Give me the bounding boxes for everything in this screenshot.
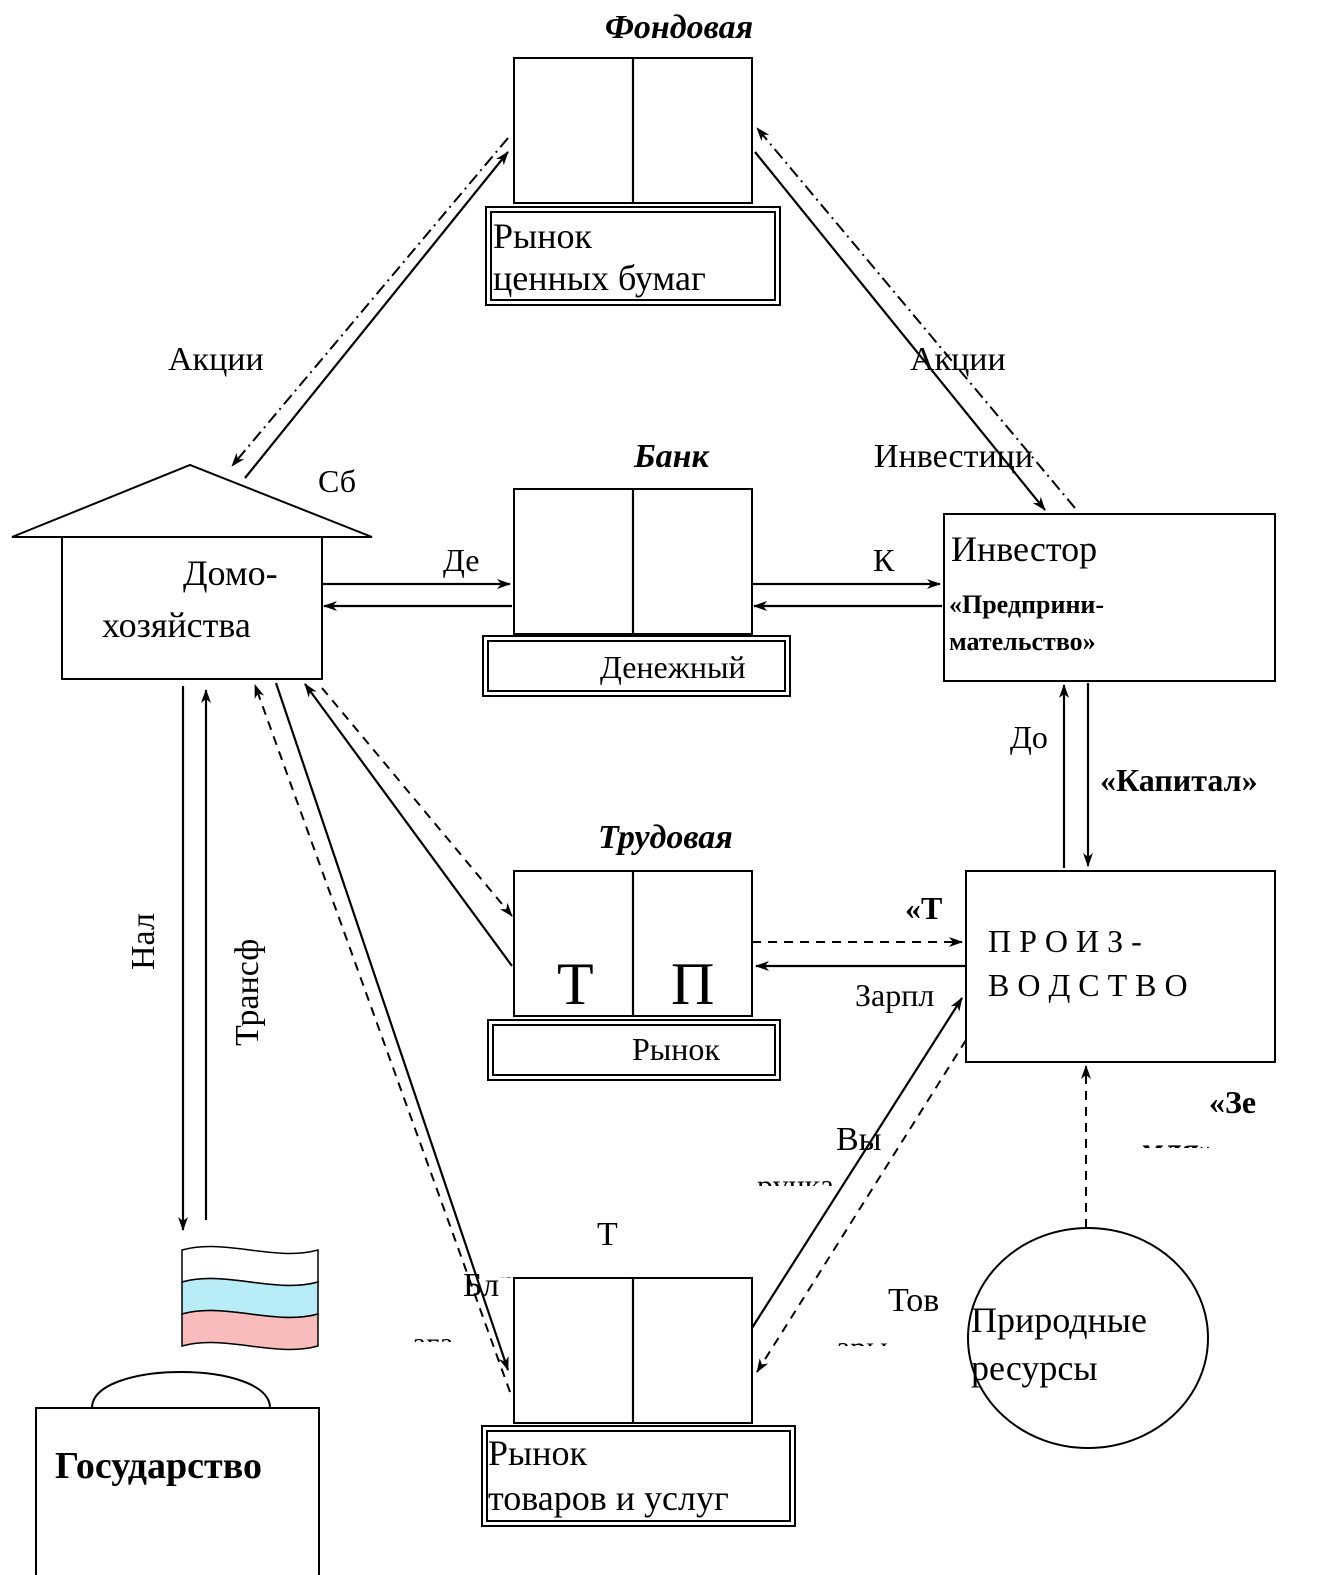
natural-resources-circle: [967, 1227, 1209, 1449]
wage-income-arrow: [304, 683, 513, 967]
labor-market: Трудовая Т П Рынок: [487, 819, 781, 1081]
goods-right-tail-label: ары: [836, 1329, 888, 1365]
labor-supply-arrow: [321, 687, 513, 917]
investor-subtitle-line1: «Предприни-: [949, 590, 1104, 619]
benefits-label: Бл: [463, 1267, 499, 1304]
investor-subtitle-line2: мательство»: [949, 627, 1096, 656]
households-node: Домо- хозяйства: [11, 463, 373, 680]
investor-title: Инвестор: [951, 529, 1097, 569]
stock-market-label-frame-inner: [490, 211, 776, 301]
stock-market: Фондовая Рынок ценных бумаг: [485, 9, 781, 306]
money-market-label: Денежный: [600, 649, 746, 685]
goods-right-label: Тов: [888, 1282, 939, 1319]
households-label-line1: Домо-: [183, 553, 278, 593]
shares-right-label: Акции: [910, 341, 1006, 378]
labor-market-label-frame-inner: [492, 1024, 776, 1076]
households-box: [61, 536, 323, 680]
flow-arrows: [178, 127, 1093, 1393]
labor-market-title: Трудовая: [598, 819, 733, 856]
shares-to-households-arrow: [231, 137, 509, 467]
natural-resources-label-line2: ресурсы: [971, 1348, 1098, 1388]
production-label-line2: В О Д С Т В О: [988, 967, 1188, 1003]
benefits-tail-label: ага: [412, 1325, 454, 1361]
taxes-label: Нал: [125, 913, 162, 970]
goods-to-households-arrow: [254, 684, 511, 1393]
money-market-label-frame-inner: [487, 640, 786, 692]
bank-money-market: Банк Денежный: [482, 438, 791, 697]
goods-market-label-line2: товаров и услуг: [488, 1478, 729, 1518]
goods-t-label: Т: [597, 1216, 618, 1253]
investor-node: Инвестор «Предприни- мательство»: [943, 513, 1276, 682]
savings-arrow: [244, 151, 509, 479]
land-tail-label: мля»: [1142, 1131, 1215, 1167]
revenue-tail-label: ручка: [757, 1167, 834, 1203]
stock-market-label-line2: ценных бумаг: [493, 258, 706, 298]
production-box: [965, 870, 1276, 1063]
production-node: П Р О И З - В О Д С Т В О: [965, 870, 1276, 1063]
income-label: До: [1010, 719, 1048, 755]
natural-resources-label-line1: Природные: [971, 1300, 1147, 1340]
labor-factor-label: «Т: [905, 890, 942, 926]
land-label: «Зе: [1209, 1084, 1256, 1120]
state-dome: [90, 1371, 272, 1409]
capital-label: «Капитал»: [1100, 762, 1258, 798]
investor-box: [943, 513, 1276, 682]
russian-flag-icon: [181, 1245, 319, 1351]
shares-from-investor-arrow: [756, 127, 1076, 509]
labor-market-letter-p: П: [671, 951, 714, 1017]
state-box: [35, 1407, 320, 1575]
spending-arrow: [274, 682, 510, 1371]
stock-market-title: Фондовая: [605, 9, 753, 46]
state-label: Государство: [55, 1445, 262, 1487]
wages-label: Зарпл: [855, 977, 934, 1013]
production-label-line1: П Р О И З -: [988, 923, 1142, 959]
savings-fragment-label: Сб: [318, 463, 356, 499]
deposits-label: Де: [443, 542, 479, 578]
shares-left-label: Акции: [168, 341, 264, 378]
bank-title: Банк: [633, 438, 709, 475]
goods-market-label-frame-inner: [486, 1430, 791, 1522]
benefits-mid-label: реты: [500, 1263, 566, 1299]
flow-labels: Акции Акции Инвестици Сб Де К До «Капита…: [125, 341, 1258, 1365]
goods-supply-arrow: [756, 1039, 967, 1373]
transfers-label: Трансф: [229, 939, 266, 1046]
labor-market-letter-t: Т: [557, 951, 594, 1017]
goods-market-label-line1: Рынок: [488, 1433, 587, 1473]
credit-label: К: [873, 542, 895, 578]
stock-market-label-line1: Рынок: [493, 216, 592, 256]
investments-arrow: [754, 151, 1046, 511]
revenue-arrow: [751, 997, 963, 1329]
goods-market: Рынок товаров и услуг: [481, 1277, 796, 1527]
state-node: Государство: [35, 1245, 320, 1575]
natural-resources-node: Природные ресурсы: [967, 1227, 1209, 1449]
investments-label: Инвестици: [874, 438, 1033, 475]
households-label-line2: хозяйства: [102, 605, 251, 645]
labor-market-label: Рынок: [632, 1031, 720, 1067]
revenue-label: Вы: [836, 1121, 882, 1158]
